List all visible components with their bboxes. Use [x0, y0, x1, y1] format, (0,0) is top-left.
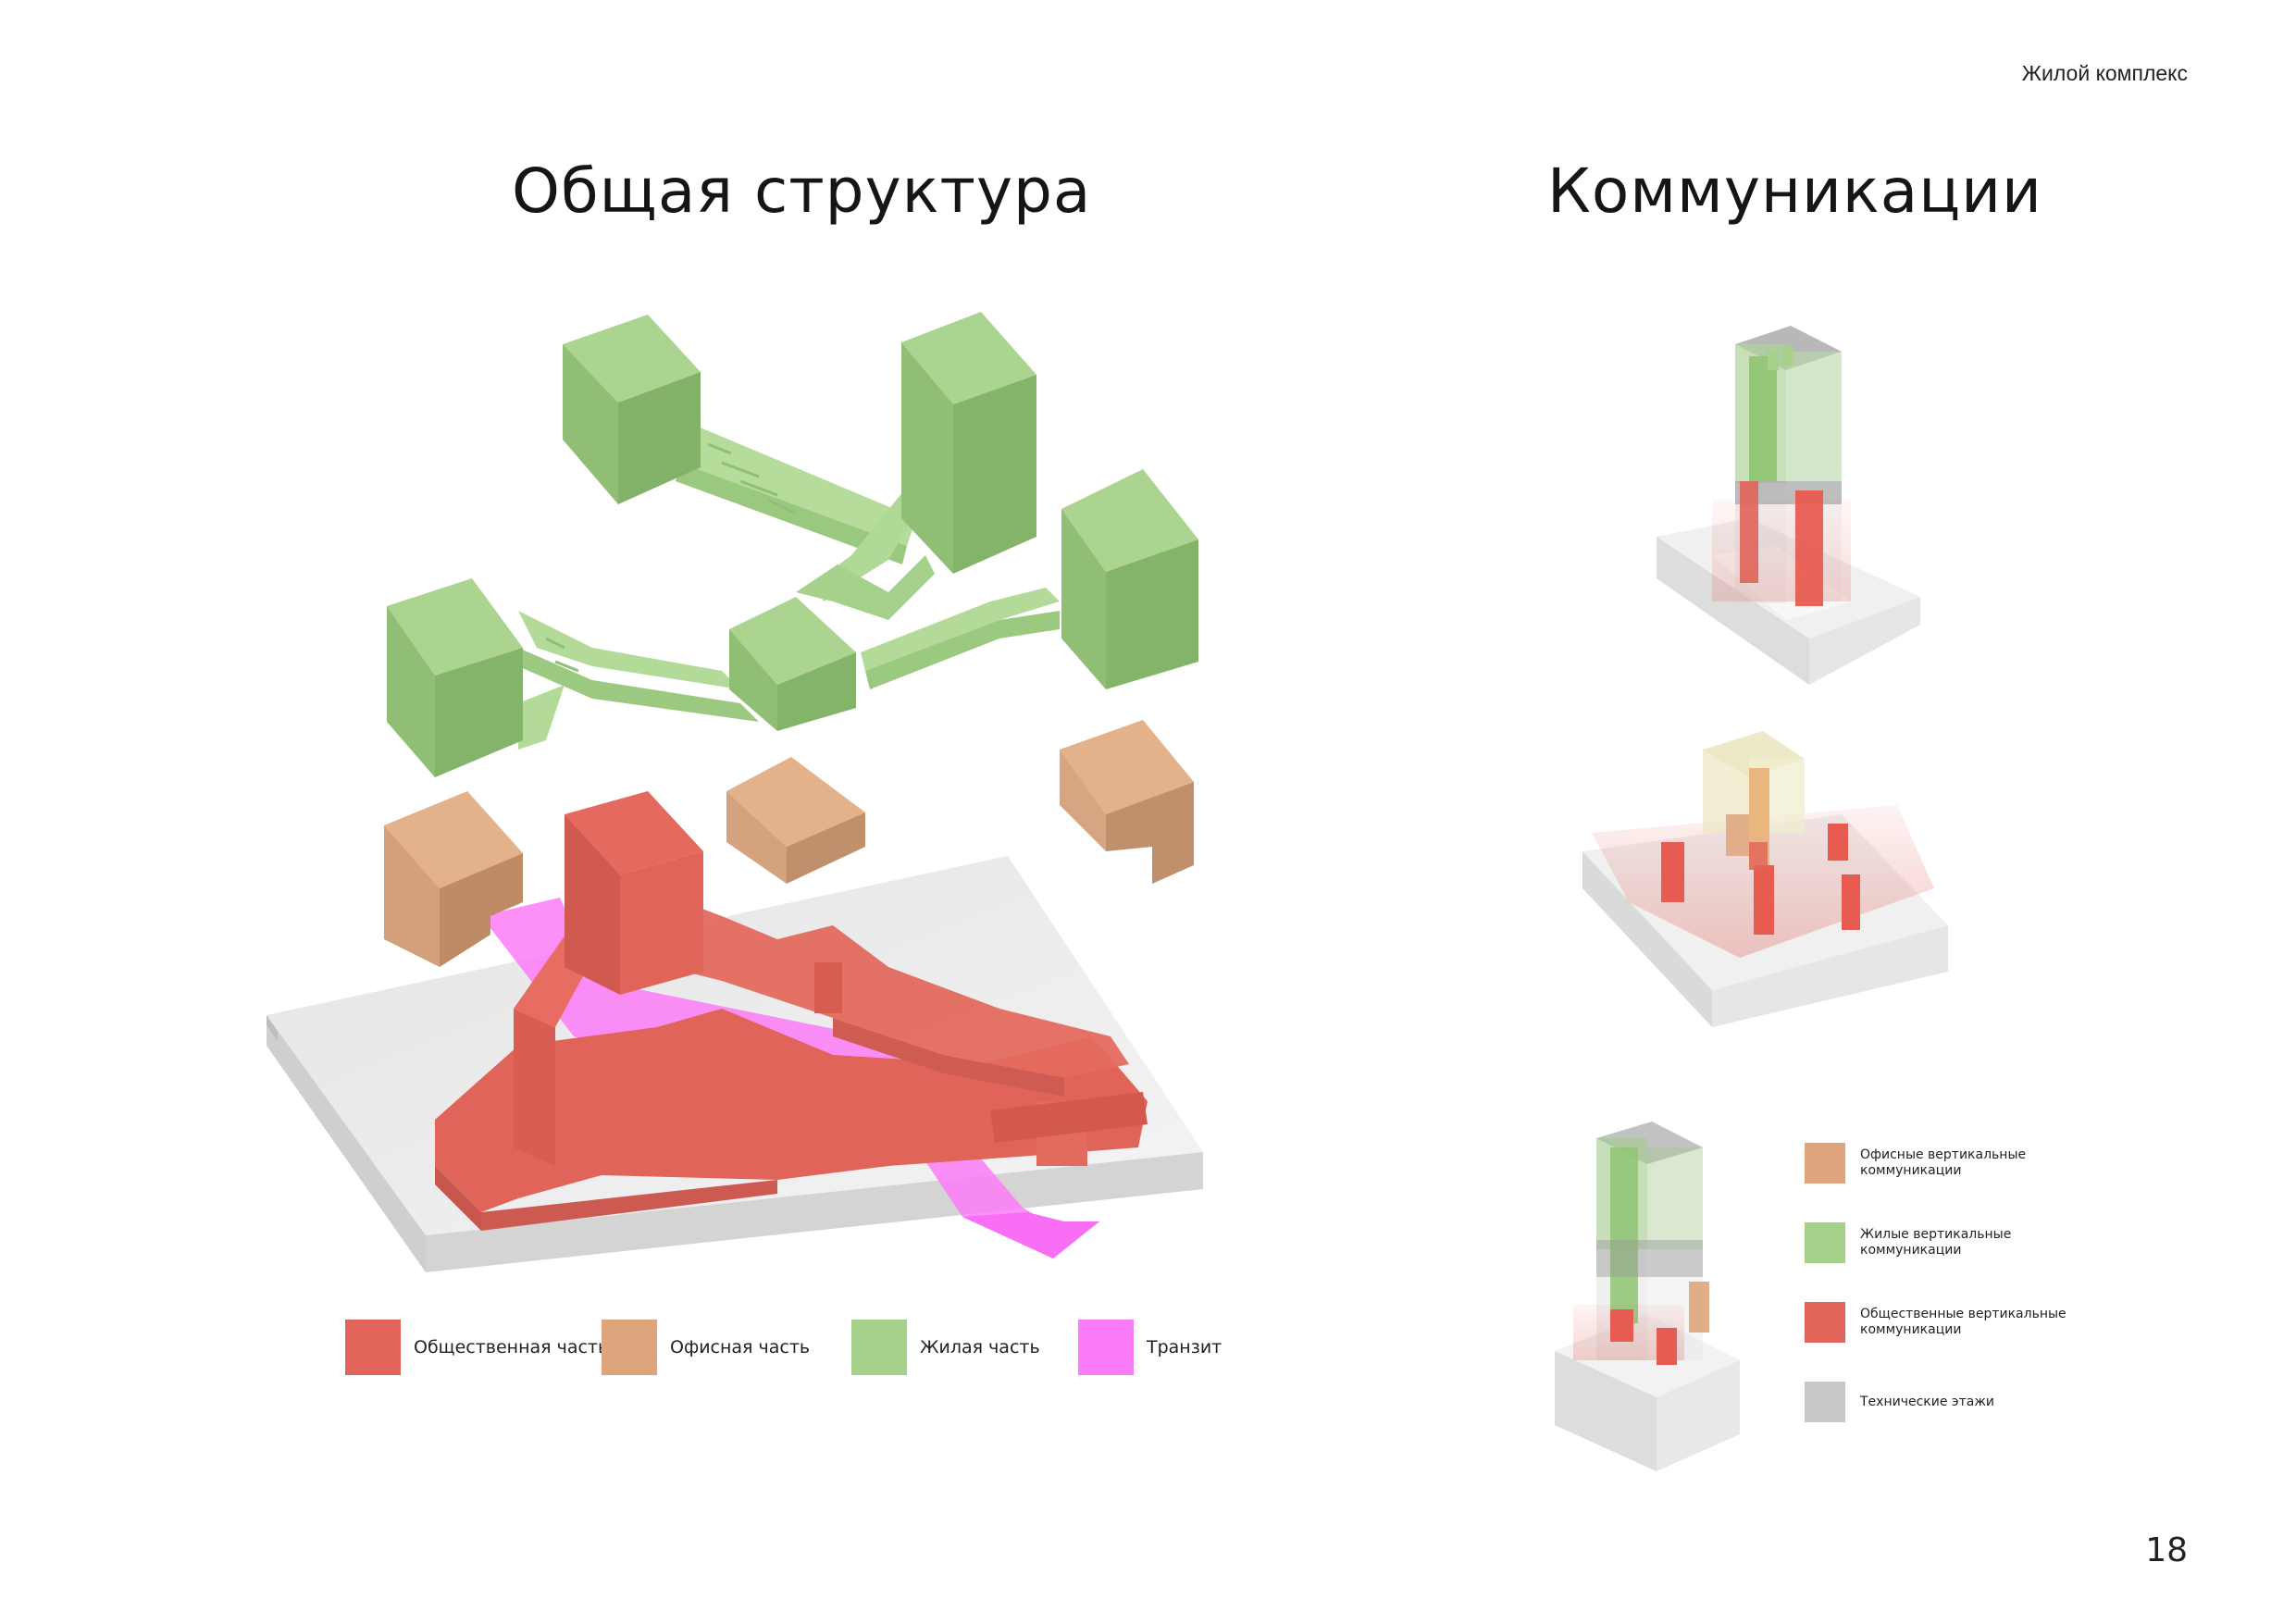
legend-label: Жилые вертикальные коммуникации	[1860, 1227, 2012, 1258]
legend-swatch	[1805, 1382, 1845, 1422]
legend-label: Офисные вертикальные коммуникации	[1860, 1147, 2027, 1178]
legend-swatch	[1805, 1143, 1845, 1184]
residential-volume	[387, 312, 1198, 777]
legend-label: Жилая часть	[920, 1337, 1040, 1357]
communications-diagram-1	[1657, 326, 1920, 685]
office-blocks	[384, 720, 1194, 967]
structure-diagram	[267, 312, 1203, 1272]
legend-item-residential: Жилая часть	[851, 1320, 1040, 1375]
communications-diagram-2	[1582, 731, 1948, 1027]
legend-item-technical: Технические этажи	[1805, 1382, 2073, 1422]
legend-item-public: Общественная часть	[345, 1320, 608, 1375]
section-title-structure: Общая структура	[512, 155, 1092, 227]
legend-item-public-comm: Общественные вертикальные коммуникации	[1805, 1302, 2073, 1343]
legend-label: Технические этажи	[1860, 1394, 1995, 1409]
legend-swatch	[602, 1320, 657, 1375]
legend-item-residential-comm: Жилые вертикальные коммуникации	[1805, 1222, 2073, 1263]
section-title-communications: Коммуникации	[1547, 155, 2042, 227]
page-number: 18	[2145, 1531, 2188, 1569]
public-volume	[435, 791, 1148, 1231]
legend-swatch	[1805, 1222, 1845, 1263]
legend-label: Общественная часть	[414, 1337, 609, 1357]
legend-swatch	[851, 1320, 907, 1375]
legend-item-office-comm: Офисные вертикальные коммуникации	[1805, 1143, 2073, 1184]
legend-label: Офисная часть	[670, 1337, 811, 1357]
communications-diagram-3	[1555, 1122, 1740, 1471]
project-label: Жилой комплекс	[2021, 61, 2188, 85]
legend-swatch	[1078, 1320, 1134, 1375]
legend-item-office: Офисная часть	[602, 1320, 810, 1375]
legend-swatch	[345, 1320, 401, 1375]
legend-label: Транзит	[1147, 1337, 1222, 1357]
legend-item-transit: Транзит	[1078, 1320, 1222, 1375]
legend-label: Общественные вертикальные коммуникации	[1860, 1307, 2066, 1337]
legend-swatch	[1805, 1302, 1845, 1343]
